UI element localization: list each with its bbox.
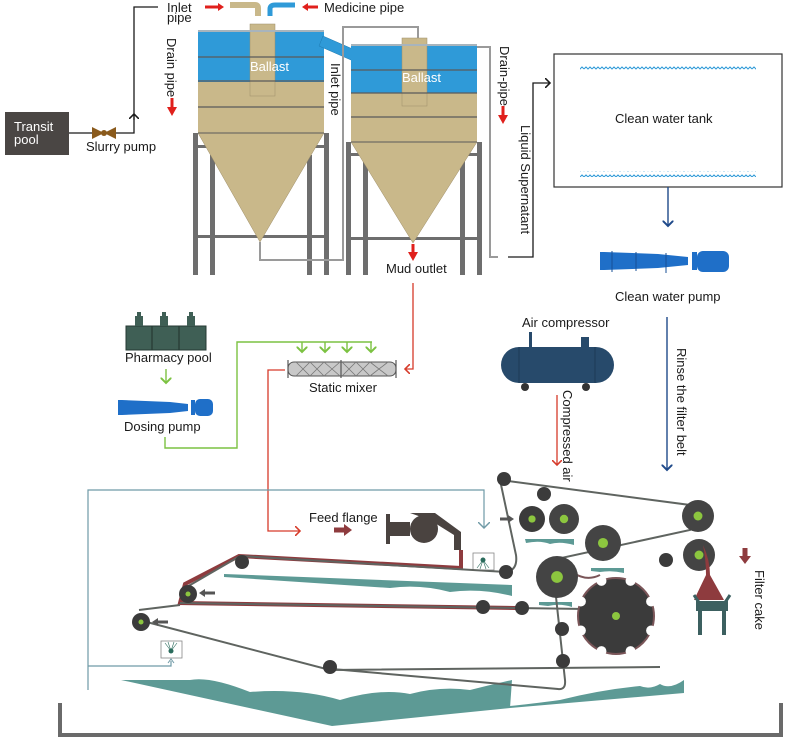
slurry-line <box>69 6 158 134</box>
inlet-pipe-middle-label: Inlet pipe <box>328 63 343 116</box>
medicine-pipe-label: Medicine pipe <box>324 0 404 15</box>
roller <box>499 565 513 579</box>
drain-arrow-right-icon <box>498 115 508 124</box>
roller <box>323 660 337 674</box>
filter-cake-label: Filter cake <box>752 570 767 630</box>
recirculation-pipe <box>259 26 419 261</box>
rollers-group <box>132 472 715 674</box>
rinse-loop-line <box>87 489 484 690</box>
belt-direction-arrow-icon <box>152 618 158 626</box>
base-trough <box>58 703 783 737</box>
filter-cake-arrow-icon <box>739 556 751 564</box>
roller <box>497 472 511 486</box>
roller-core <box>528 515 536 523</box>
clean-water-tank <box>553 53 783 188</box>
roller <box>659 553 673 567</box>
mixer-to-feed-line <box>267 369 300 531</box>
transfer-pipe <box>318 35 356 61</box>
dosing-line <box>164 341 372 449</box>
mud-to-mixer-line <box>405 283 414 369</box>
rinse-filter-belt-label: Rinse the filter belt <box>674 348 689 456</box>
drain-tray-small-2 <box>591 568 624 573</box>
dosing-pump-label: Dosing pump <box>124 419 201 434</box>
slurry-pump-label: Slurry pump <box>86 139 156 154</box>
feed-flange-label: Feed flange <box>309 510 378 525</box>
settling-tank-right <box>346 37 482 275</box>
roller <box>556 654 570 668</box>
belt-direction-arrow-icon <box>508 515 514 523</box>
drum-notch <box>596 646 607 657</box>
filter-cake-heap <box>694 545 724 600</box>
drum-notch <box>625 575 636 586</box>
mud-outlet-arrow-icon <box>408 252 418 261</box>
roller-core <box>559 514 569 524</box>
drain-tray-upper <box>224 574 512 596</box>
static-mixer-label: Static mixer <box>309 380 378 395</box>
clean-water-pump-label: Clean water pump <box>615 289 721 304</box>
ballast-left-label: Ballast <box>250 59 289 74</box>
settling-tank-left <box>193 23 329 275</box>
belt-direction-arrow-icon <box>199 589 205 597</box>
mud-outlet-label: Mud outlet <box>386 261 447 276</box>
inlet-pipe-label-line1: Inlet <box>167 0 192 15</box>
drain-pipe-left-label: Drain pipe <box>164 38 179 97</box>
drain-tray-small-3 <box>539 602 572 607</box>
roller <box>476 600 490 614</box>
inlet-pipe-bend <box>230 2 261 16</box>
supernatant-line <box>508 83 550 258</box>
roller-core <box>693 511 703 521</box>
static-mixer-icon <box>287 360 397 378</box>
drum-notch <box>575 596 586 607</box>
roller-core <box>185 591 191 597</box>
spray-nozzle-bottom-icon <box>160 640 183 659</box>
drain-tray-lower <box>121 672 512 726</box>
rinse-loop-bottom <box>88 661 172 667</box>
roller <box>555 622 569 636</box>
feed-distributor-icon <box>386 513 461 550</box>
roller-core <box>694 550 704 560</box>
transit-pool: Transit pool <box>5 112 69 155</box>
roller-core <box>138 619 144 625</box>
water-surface-top <box>580 64 756 70</box>
roller <box>537 487 551 501</box>
drum-notch <box>575 625 586 636</box>
air-compressor-icon <box>501 332 614 391</box>
press-drum <box>577 577 655 655</box>
roller-core <box>551 571 563 583</box>
water-surface-bottom <box>580 171 756 177</box>
roller <box>515 601 529 615</box>
cake-hopper-icon <box>692 594 732 635</box>
compressed-air-label: Compressed air <box>560 390 575 482</box>
drum-notch <box>646 625 657 636</box>
pharmacy-pool-label: Pharmacy pool <box>125 350 212 365</box>
valve-icon <box>92 127 116 139</box>
spray-nozzle-top-icon <box>472 552 495 571</box>
drum-notch <box>596 575 607 586</box>
drum-notch <box>646 596 657 607</box>
feed-arrow-icon <box>344 524 352 536</box>
transit-pool-label-line1: Transit <box>14 119 54 134</box>
air-compressor-label: Air compressor <box>522 315 610 330</box>
clean-water-tank-label: Clean water tank <box>615 111 713 126</box>
drain-pipe-right <box>477 46 498 258</box>
ballast-right-label: Ballast <box>402 70 441 85</box>
clean-water-pump-icon <box>600 251 729 273</box>
drain-pipe-right-label: Drain-pipe <box>497 46 512 106</box>
drum-notch <box>625 646 636 657</box>
drain-arrow-left-icon <box>167 107 177 116</box>
liquid-supernatant-label: Liquid Supernatant <box>518 125 533 235</box>
medicine-pipe-bend <box>267 2 295 16</box>
roller-core <box>597 537 609 549</box>
transit-pool-label-line2: pool <box>14 132 39 147</box>
roller <box>235 555 249 569</box>
drain-tray-small-1 <box>525 539 574 545</box>
dosing-pump-icon <box>118 399 213 416</box>
inlet-pipe-label-line2: pipe <box>167 10 192 25</box>
pharmacy-pool-icon <box>125 312 207 351</box>
